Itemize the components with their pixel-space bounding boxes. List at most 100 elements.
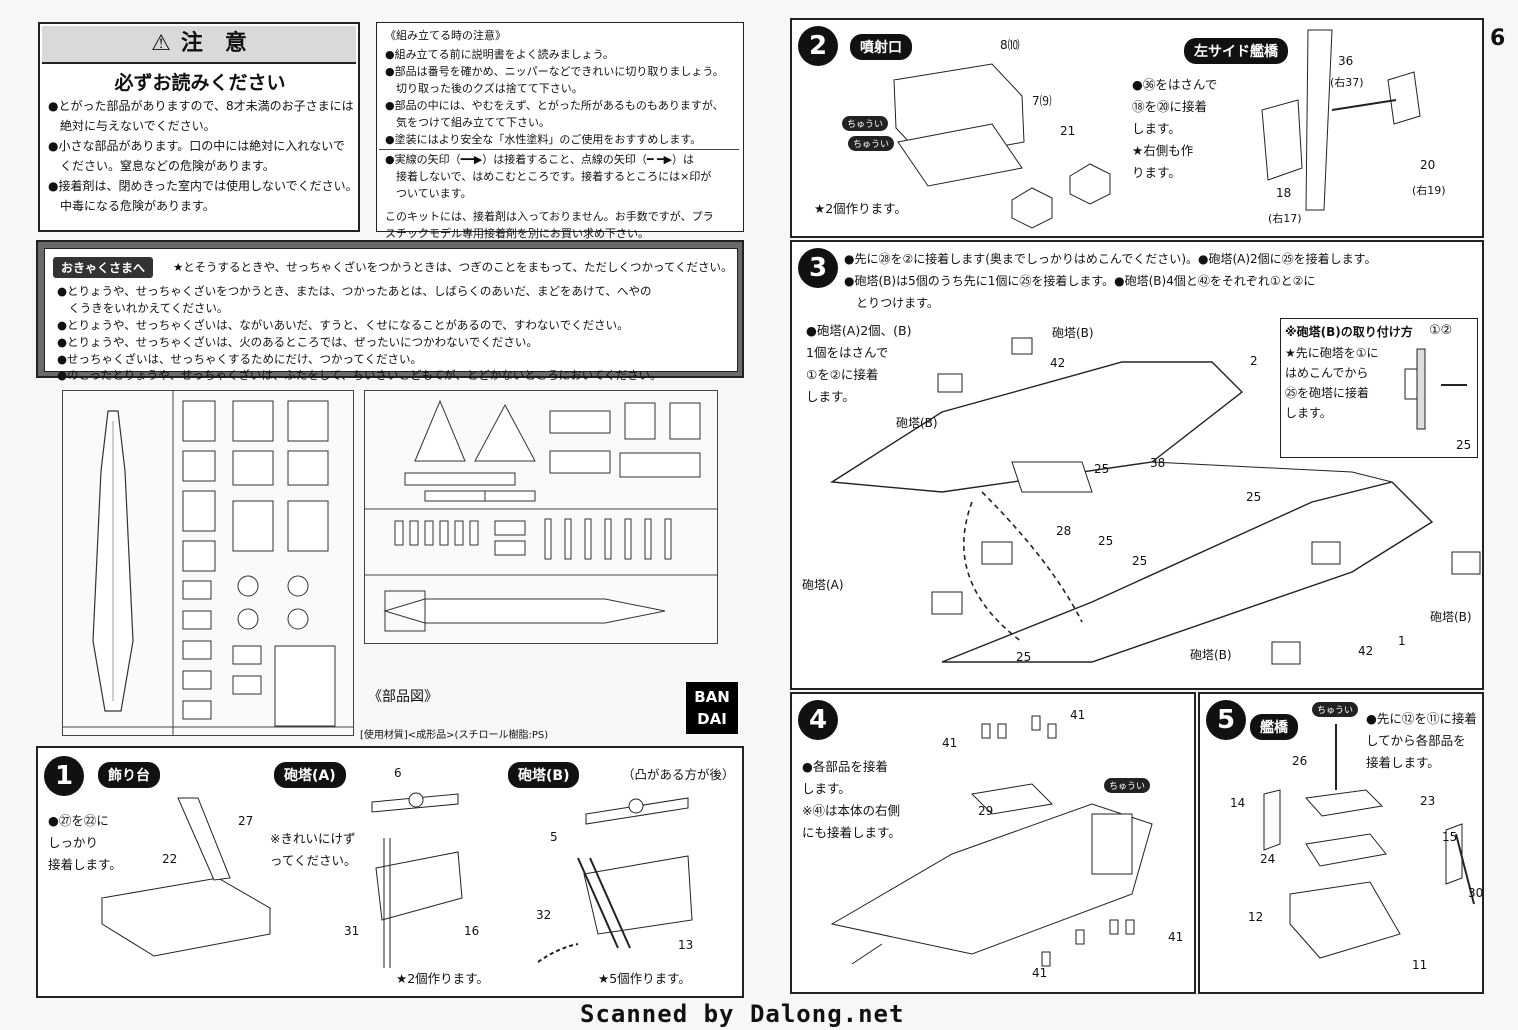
step-5-drawing <box>1263 724 1475 959</box>
inset-text: ★先に砲塔を①に はめこんでから ㉕を砲塔に接着 します。 <box>1285 343 1379 423</box>
part-number: 8⑽ <box>1000 38 1020 52</box>
step-text-line: 1個をはさんで <box>806 345 889 360</box>
caution-badge: ちゅうい <box>1312 702 1359 717</box>
callout-label: 25 <box>1456 438 1472 452</box>
right-page: 6 2 噴射口 左サイド艦橋 ●㊱をはさんで ⑱を⑳に接着 します。 ★右側も作… <box>760 0 1518 1030</box>
callout-label: 砲塔(B) <box>1052 326 1094 340</box>
part-number: 16 <box>464 924 480 938</box>
kids-line: ●のこったとりょうや、せっちゃくざいは、ふたをして、ちいさいこどもてが、とどかな… <box>57 368 662 382</box>
callout-label: 砲塔(B) <box>1190 648 1232 662</box>
step-4-drawing <box>830 715 1153 967</box>
caution-line: ●小さな部品があります。口の中には絶対に入れないで <box>48 139 345 153</box>
note-line: ●組み立てる前に説明書をよく読みましょう。 <box>385 48 614 61</box>
turret-b-inset: ※砲塔(B)の取り付け方 ①② ★先に砲塔を①に はめこんでから ㉕を砲塔に接着… <box>1280 318 1478 458</box>
callout-label: 砲塔(B) <box>1430 610 1472 624</box>
sprue-left-drawing <box>63 391 353 735</box>
step-text-line: ⑱を⑳に接着 <box>1132 99 1208 114</box>
step-5-panel: 5 艦橋 ●先に⑫を⑪に接着 してから各部品を 接着します。 ちゅうい 26 2… <box>1198 692 1484 994</box>
part-number: 14 <box>1230 796 1246 810</box>
step-2-label-side-bridge: 左サイド艦橋 <box>1184 38 1288 64</box>
part-number: 30 <box>1468 886 1484 900</box>
step-5-text: ●先に⑫を⑪に接着 してから各部品を 接着します。 <box>1366 708 1477 774</box>
kids-line: くうきをいれかえてください。 <box>57 301 229 315</box>
part-number: 41 <box>1032 966 1048 980</box>
step-3-number: 3 <box>798 248 838 288</box>
step-1-label-stand: 飾り台 <box>98 762 160 788</box>
kids-notice-inner: おきゃくさまへ ★とそうするときや、せっちゃくざいをつかうときは、つぎのことをま… <box>44 248 738 382</box>
part-number: 7⑼ <box>1032 94 1052 108</box>
caution-line: ●とがった部品がありますので、8才未満のお子さまには <box>48 99 354 113</box>
part-number: (右37) <box>1330 76 1364 89</box>
step-text-line: ●㊱をはさんで <box>1132 77 1218 92</box>
part-number: (右19) <box>1412 184 1446 197</box>
caution-badge: ちゅうい <box>1104 778 1151 793</box>
step-text-line: ります。 <box>1132 165 1181 180</box>
caution-line: 中毒になる危険があります。 <box>48 199 215 213</box>
note-line: 切り取った後のクズは捨てて下さい。 <box>385 82 583 95</box>
kids-line: ●とりょうや、せっちゃくざいは、ながいあいだ、すうと、くせになることがあるので、… <box>57 318 629 332</box>
step-1-label-turret-a: 砲塔(A) <box>274 762 346 788</box>
caution-line: 絶対に与えないでください。 <box>48 119 216 133</box>
callout-label: 38 <box>1150 456 1166 470</box>
step-3-text: ●先に㉘を②に接着します(奥までしっかりはめこんでください)。●砲塔(A)2個に… <box>844 248 1376 314</box>
part-number: 22 <box>162 852 178 866</box>
step-1-stand-text: ●㉗を㉒に しっかり 接着します。 <box>48 810 138 876</box>
step-2-drawing <box>893 29 1421 229</box>
sprue-left <box>62 390 354 736</box>
step-2-number: 2 <box>798 26 838 66</box>
part-number: 41 <box>1168 930 1184 944</box>
callout-label: 42 <box>1358 644 1374 658</box>
step-2-panel: 2 噴射口 左サイド艦橋 ●㊱をはさんで ⑱を⑳に接着 します。 ★右側も作 り… <box>790 18 1484 238</box>
step-1-drawing <box>100 792 693 968</box>
kids-line: ●せっちゃくざいは、せっちゃくするためにだけ、つかってください。 <box>57 352 423 366</box>
caution-box: ⚠注 意 必ずお読みください ●とがった部品がありますので、8才未満のお子さまに… <box>38 22 360 232</box>
step-text-line: します。 <box>806 389 855 404</box>
part-number: (右17) <box>1268 212 1302 225</box>
callout-label: 25 <box>1094 462 1110 476</box>
note-line: ●部品の中には、やむをえず、とがった所があるものもありますが、 <box>385 99 724 112</box>
step-1-turret-a-text: ※きれいにけず ってください。 <box>270 828 357 872</box>
step-4-number: 4 <box>798 700 838 740</box>
step-text-line: ●㉗を㉒に <box>48 813 109 828</box>
part-number: 23 <box>1420 794 1436 808</box>
callout-label: 1 <box>1398 634 1406 648</box>
step-text-line: ●先に⑫を⑪に接着 <box>1366 711 1477 726</box>
step-2-text: ●㊱をはさんで ⑱を⑳に接着 します。 ★右側も作 ります。 <box>1132 74 1217 184</box>
step-text-line: ※㊶は本体の右側 <box>802 803 900 818</box>
part-number: 31 <box>344 924 360 938</box>
step-text-line: とりつけます。 <box>844 296 939 310</box>
callout-label: 42 <box>1050 356 1066 370</box>
callout-label: 25 <box>1246 490 1262 504</box>
parts-diagram: 《部品図》 [使用材質]<成形品>(スチロール樹脂:PS) <box>38 382 744 744</box>
sprue-right-drawing <box>365 399 717 632</box>
inset-drawing <box>1404 348 1467 430</box>
caution-badge: ちゅうい <box>842 116 889 131</box>
caution-line: ●接着剤は、閉めきった室内では使用しないでください。 <box>48 179 358 193</box>
brand-text: BAN DAI <box>694 688 730 728</box>
part-number: 24 <box>1260 852 1276 866</box>
kids-line: ★とそうするときや、せっちゃくざいをつかうときは、つぎのことをまもって、ただしく… <box>173 260 733 274</box>
part-number: 11 <box>1412 958 1428 972</box>
caution-line: ください。窒息などの危険があります。 <box>48 159 275 173</box>
kids-notice-box: おきゃくさまへ ★とそうするときや、せっちゃくざいをつかうときは、つぎのことをま… <box>36 240 744 382</box>
step-text-line: にも接着します。 <box>802 825 901 840</box>
arrow-note: ●実線の矢印（━━▶）は接着すること、点線の矢印（━ ━▶）は 接着しないで、は… <box>385 151 737 242</box>
step-text-line: しっかり <box>48 835 99 850</box>
step-1-label-turret-b: 砲塔(B) <box>508 762 580 788</box>
callout-label: 砲塔(A) <box>802 578 844 592</box>
caution-badge: ちゅうい <box>848 136 895 151</box>
step-text-line: します。 <box>802 781 851 796</box>
caution-subtitle: 必ずお読みください <box>114 72 286 94</box>
callout-label: 25 <box>1132 554 1148 568</box>
warning-triangle-icon: ⚠ <box>151 31 171 56</box>
step-text-line: ●先に㉘を②に接着します(奥までしっかりはめこんでください)。●砲塔(A)2個に… <box>844 252 1377 266</box>
step-1-make-a: ★2個作ります。 <box>396 971 489 986</box>
step-1-number: 1 <box>44 756 84 796</box>
callout-label: 28 <box>1056 524 1072 538</box>
kids-notice-tag: おきゃくさまへ <box>53 257 154 278</box>
part-number: 6 <box>394 766 402 780</box>
part-number: 12 <box>1248 910 1264 924</box>
note-line: ●部品は番号を確かめ、ニッパーなどできれいに切り取りましょう。 <box>385 65 724 78</box>
step-text-line: 接着します。 <box>48 857 122 872</box>
inset-nums: ①② <box>1429 323 1453 338</box>
